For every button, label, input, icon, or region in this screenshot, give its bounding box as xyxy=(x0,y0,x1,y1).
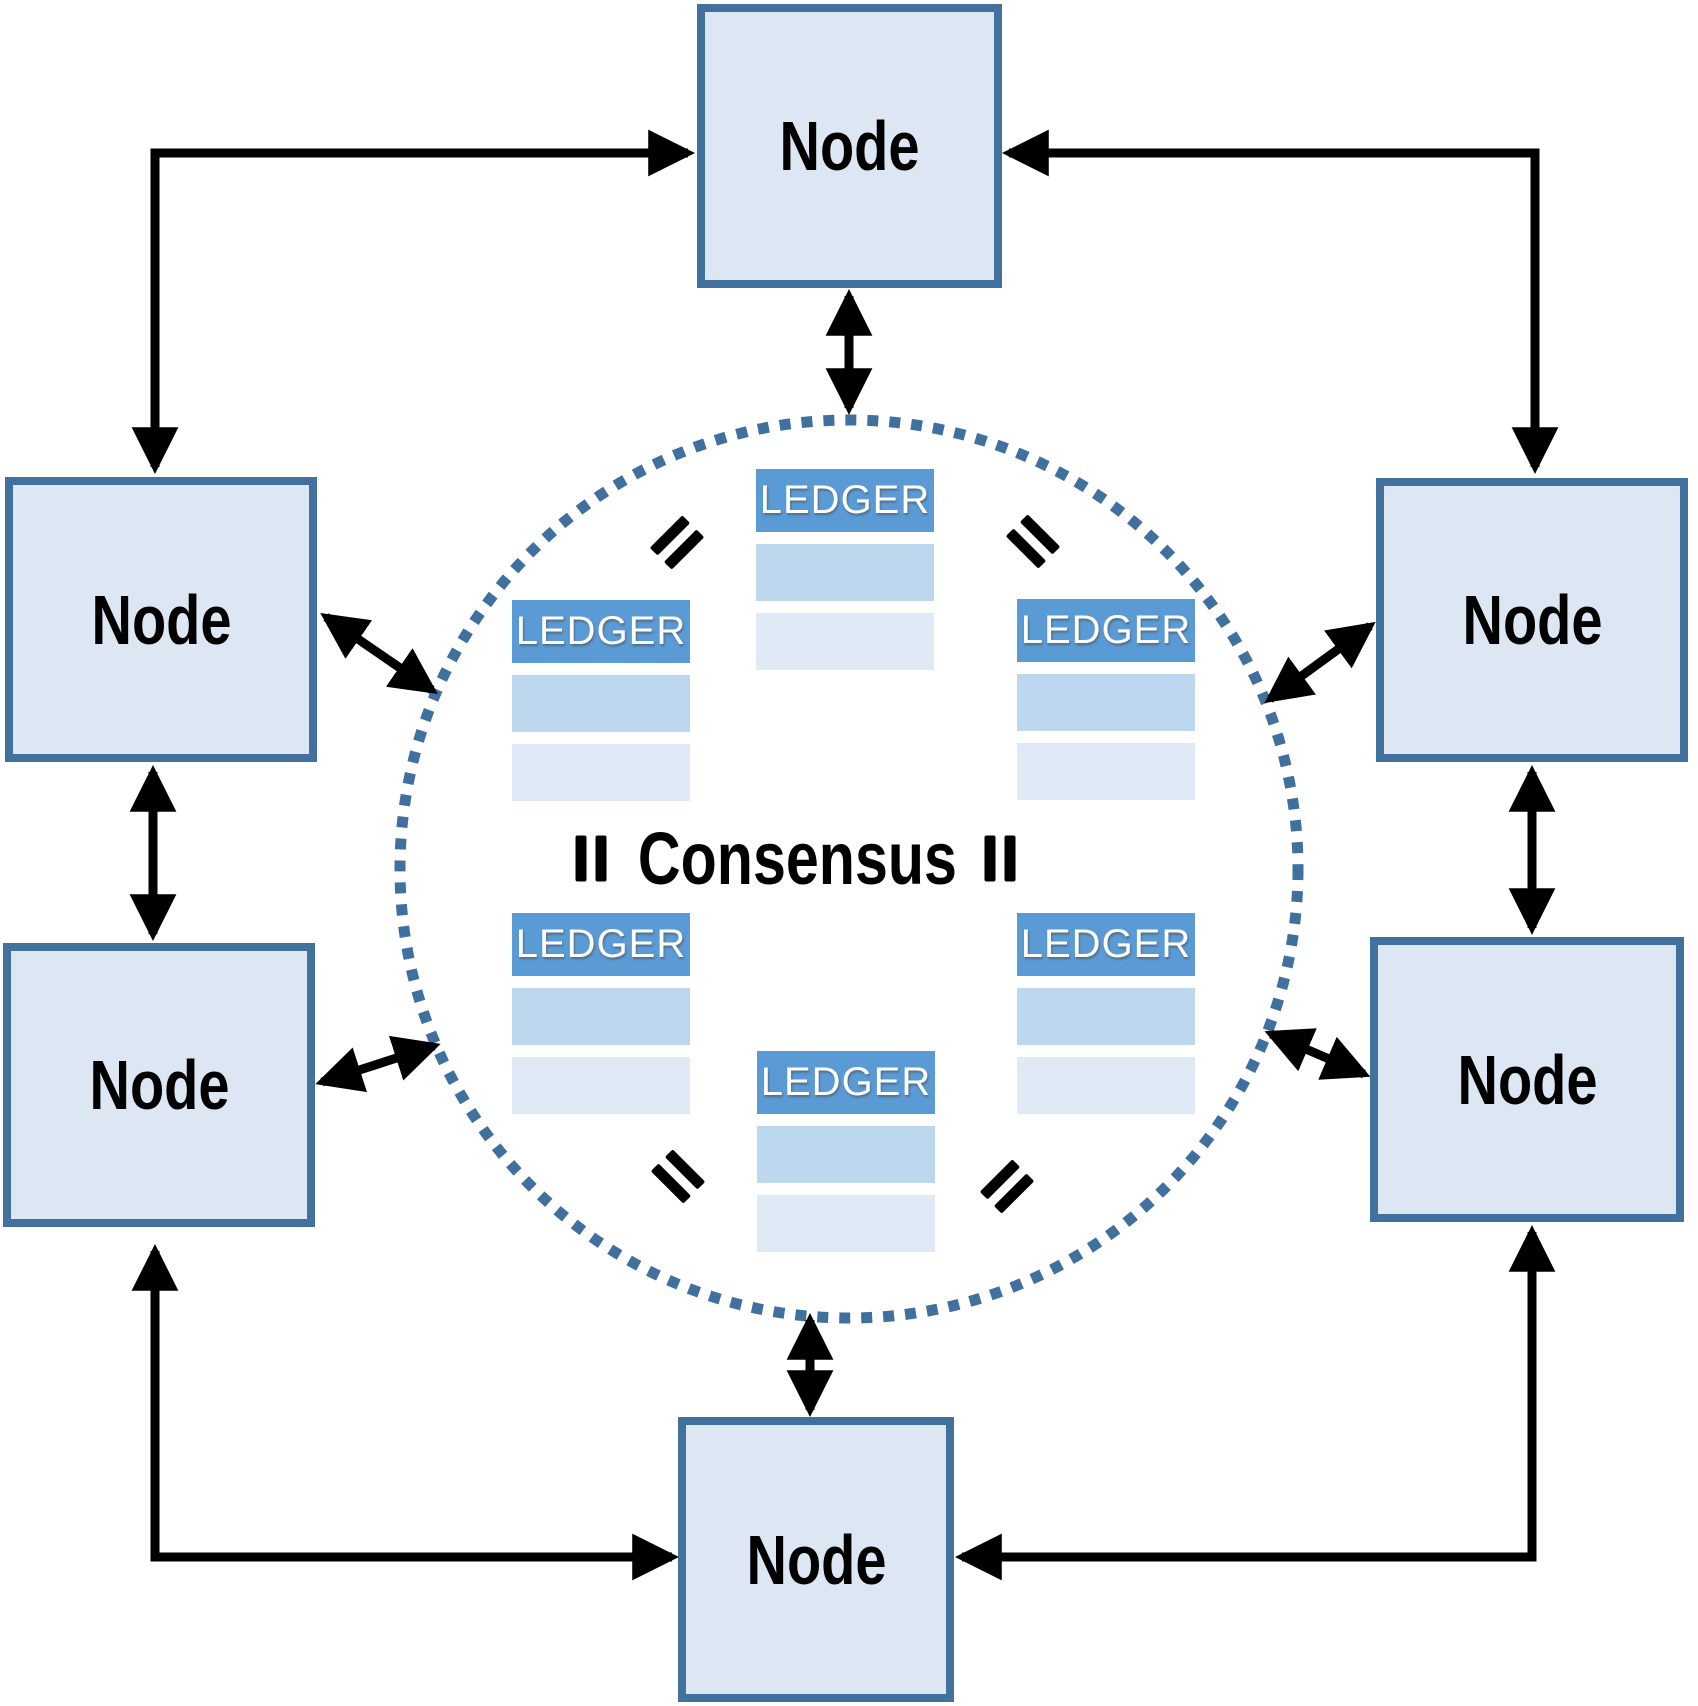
arrow-bottom-node-right-lower xyxy=(954,1224,1556,1581)
equals-bar xyxy=(595,835,607,882)
arrow-bottom-node-left-lower xyxy=(131,1243,680,1581)
consensus-label: Consensus xyxy=(637,816,957,900)
ledger-row xyxy=(512,675,690,732)
node-label: Node xyxy=(779,107,920,185)
node-label: Node xyxy=(89,1046,229,1124)
ledger-header: LEDGER xyxy=(1017,913,1195,976)
node-label: Node xyxy=(1462,581,1602,659)
ledger-header: LEDGER xyxy=(756,469,934,532)
ledger-row xyxy=(757,1195,935,1252)
equals-icon xyxy=(575,835,607,882)
ledger-row xyxy=(756,544,934,601)
ledger-row xyxy=(1017,1057,1195,1114)
ledger-header: LEDGER xyxy=(757,1051,935,1114)
arrow-left-upper-node-circle xyxy=(320,613,438,694)
node-box-left-lower: Node xyxy=(3,943,315,1227)
ledger-row xyxy=(757,1126,935,1183)
consensus-title: Consensus xyxy=(557,816,1037,900)
node-label: Node xyxy=(746,1520,886,1599)
ledger-row xyxy=(1017,988,1195,1045)
equals-bar xyxy=(575,835,587,882)
node-box-right-upper: Node xyxy=(1376,478,1688,762)
ledger-row xyxy=(512,744,690,801)
arrow-top-node-left-upper xyxy=(131,129,696,475)
node-label: Node xyxy=(1457,1040,1597,1119)
ledger-table-top: LEDGER xyxy=(756,469,934,670)
node-label: Node xyxy=(91,580,231,659)
ledger-row xyxy=(1017,743,1195,800)
ledger-header: LEDGER xyxy=(1017,599,1195,662)
ledger-table-lower-right: LEDGER xyxy=(1017,913,1195,1114)
equals-bar xyxy=(984,835,996,882)
node-box-right-lower: Node xyxy=(1370,937,1684,1222)
equals-bar xyxy=(1004,835,1016,882)
ledger-row xyxy=(512,988,690,1045)
node-box-bottom: Node xyxy=(678,1417,954,1702)
node-box-top: Node xyxy=(697,4,1002,288)
equals-icon xyxy=(984,835,1016,882)
ledger-table-lower-left: LEDGER xyxy=(512,913,690,1114)
ledger-table-upper-left: LEDGER xyxy=(512,600,690,801)
arrow-right-lower-node-circle xyxy=(1264,1028,1371,1080)
consensus-boundary-circle xyxy=(394,414,1304,1324)
arrow-right-upper-node-circle xyxy=(1264,621,1376,704)
ledger-row xyxy=(756,613,934,670)
arrow-top-node-right-upper xyxy=(1001,129,1559,475)
ledger-header: LEDGER xyxy=(512,600,690,663)
ledger-header: LEDGER xyxy=(512,913,690,976)
ledger-row xyxy=(512,1057,690,1114)
node-box-left-upper: Node xyxy=(5,477,317,762)
arrow-left-lower-node-circle xyxy=(315,1035,441,1093)
ledger-table-upper-right: LEDGER xyxy=(1017,599,1195,800)
ledger-table-bottom: LEDGER xyxy=(757,1051,935,1252)
ledger-row xyxy=(1017,674,1195,731)
